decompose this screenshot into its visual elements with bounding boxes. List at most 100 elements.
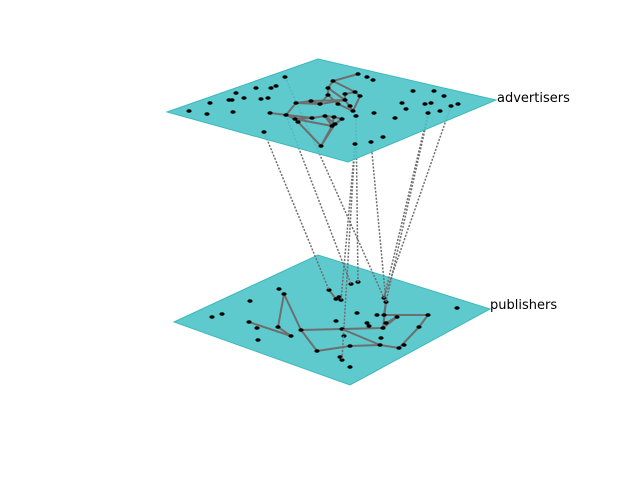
advertiser-edge [337, 103, 354, 112]
advertiser-edge [352, 95, 361, 112]
advertiser-node [293, 101, 299, 105]
publisher-node [209, 315, 215, 319]
advertiser-edge [332, 80, 356, 93]
advertiser-node [422, 102, 428, 106]
inter-layer-link [370, 141, 387, 303]
publisher-node [354, 311, 360, 315]
advertiser-node [403, 107, 409, 111]
advertiser-node [364, 75, 370, 79]
advertiser-node [350, 109, 356, 113]
inter-layer-link [385, 102, 432, 303]
advertiser-node [355, 72, 361, 76]
advertiser-edge [269, 112, 313, 119]
publishers-plane [172, 254, 492, 386]
publisher-edge [300, 328, 343, 331]
publisher-node [333, 297, 339, 301]
advertiser-node [325, 86, 331, 90]
advertiser-node [370, 78, 376, 82]
advertiser-node [455, 102, 461, 106]
advertiser-node [204, 112, 210, 116]
advertiser-node [309, 116, 315, 120]
publisher-node [381, 313, 387, 317]
inter-layer-link [285, 114, 352, 285]
publisher-node [219, 312, 225, 316]
publisher-node [347, 365, 353, 369]
advertiser-node [230, 110, 236, 114]
publishers-edges [248, 289, 429, 352]
advertiser-node [410, 89, 416, 93]
publisher-node [276, 287, 282, 291]
inter-layer-link [383, 112, 429, 299]
advertiser-node [448, 104, 454, 108]
publisher-node [326, 288, 332, 292]
advertiser-node [241, 96, 247, 100]
publisher-node [314, 349, 320, 353]
advertiser-edge [332, 73, 359, 82]
advertiser-node [347, 104, 353, 108]
advertiser-node [292, 117, 298, 121]
advertiser-node [233, 91, 239, 95]
advertiser-node [392, 116, 398, 120]
advertiser-node [342, 92, 348, 96]
advertiser-node [353, 114, 359, 118]
publisher-edge [379, 344, 400, 349]
publisher-edge [283, 293, 302, 331]
publisher-node [380, 326, 386, 330]
publisher-node [396, 346, 402, 350]
advertiser-node [428, 101, 434, 105]
publisher-edge [341, 328, 381, 346]
advertiser-node [261, 130, 267, 134]
advertiser-node [282, 75, 288, 79]
advertiser-node [380, 135, 386, 139]
publisher-node [347, 344, 353, 348]
advertiser-node [357, 94, 363, 98]
advertiser-node [268, 86, 274, 90]
publisher-node [348, 282, 354, 286]
publisher-node [247, 299, 253, 303]
inter-layer-link [341, 143, 356, 361]
advertiser-edge [320, 125, 333, 147]
advertiser-node [308, 99, 314, 103]
publisher-edge [316, 345, 351, 352]
publisher-node [374, 313, 380, 317]
advertiser-node [342, 98, 348, 102]
publisher-node [337, 355, 343, 359]
advertiser-node [186, 109, 192, 113]
publisher-edge [277, 293, 285, 328]
advertiser-node [330, 79, 336, 83]
advertiser-edge [310, 99, 346, 102]
publisher-node [416, 325, 422, 329]
publishers-layer [172, 254, 492, 386]
advertisers-edges [269, 73, 361, 147]
publisher-node [454, 306, 460, 310]
advertiser-node [368, 140, 374, 144]
advertiser-edge [294, 118, 333, 127]
advertisers-label: advertisers [497, 91, 570, 106]
advertiser-node [265, 96, 271, 100]
publisher-edge [349, 344, 381, 347]
advertisers-layer [165, 58, 498, 163]
advertiser-node [339, 117, 345, 121]
publisher-node [254, 326, 260, 330]
publisher-node [333, 319, 339, 323]
inter-layer-link [340, 143, 356, 301]
advertiser-node [331, 115, 337, 119]
advertiser-edge [327, 87, 346, 101]
publisher-node [378, 336, 384, 340]
publisher-edge [418, 314, 429, 328]
publisher-edge [248, 321, 292, 337]
advertiser-node [322, 114, 328, 118]
advertiser-node [437, 109, 443, 113]
publisher-node [275, 325, 281, 329]
advertiser-node [441, 94, 447, 98]
inter-layer-link [355, 115, 359, 283]
publisher-node [383, 321, 389, 325]
advertiser-node [352, 142, 358, 146]
advertiser-node [352, 90, 358, 94]
publisher-node [394, 315, 400, 319]
publisher-node [255, 338, 261, 342]
publisher-node [401, 343, 407, 347]
advertiser-node [258, 97, 264, 101]
publisher-node [281, 292, 287, 296]
publisher-node [338, 298, 344, 302]
